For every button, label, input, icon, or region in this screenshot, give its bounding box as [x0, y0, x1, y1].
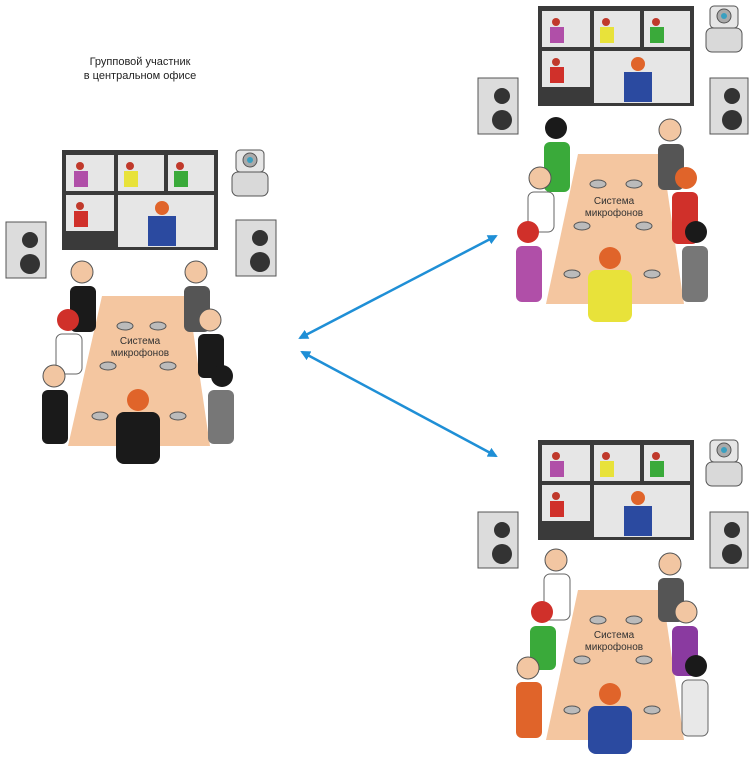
caption-line-1: Групповой участник: [89, 56, 191, 68]
central-office-caption: Групповой участник в центральном офисе: [40, 55, 240, 83]
video-wall: [538, 6, 694, 106]
camera-icon: [231, 149, 269, 197]
mic-label-line2: микрофонов: [111, 347, 169, 359]
speaker-left-icon: [477, 511, 519, 569]
speaker-right-icon: [709, 77, 749, 135]
link-arrow-top: [298, 234, 498, 340]
mic-label-line1: Система: [594, 196, 635, 207]
participants: [516, 548, 709, 754]
conference-table: [68, 296, 210, 446]
link-arrow-bottom: [300, 350, 498, 458]
microphone-array: [563, 615, 661, 715]
participants: [516, 117, 708, 322]
microphone-array: [563, 179, 661, 279]
remote-room-top: Система микрофонов: [477, 5, 749, 322]
caption-line-2: в центральном офисе: [83, 70, 197, 82]
microphone-array: [91, 321, 187, 421]
speaker-left-icon: [5, 221, 47, 279]
mic-label-line2: микрофонов: [585, 641, 643, 653]
conference-table: [546, 154, 684, 304]
mic-label-line2: микрофонов: [585, 207, 643, 219]
camera-icon: [705, 439, 743, 487]
video-wall: [62, 150, 218, 250]
camera-icon: [705, 5, 743, 53]
speaker-right-icon: [709, 511, 749, 569]
mic-label-line1: Система: [594, 630, 635, 641]
conference-table: [546, 590, 684, 740]
mic-label-line1: Система: [120, 336, 161, 347]
remote-room-bottom: Система микрофонов: [477, 439, 749, 754]
participants: [42, 260, 234, 464]
video-wall: [538, 440, 694, 540]
speaker-left-icon: [477, 77, 519, 135]
speaker-right-icon: [235, 219, 277, 277]
central-office-room: Система микрофонов: [5, 149, 277, 464]
